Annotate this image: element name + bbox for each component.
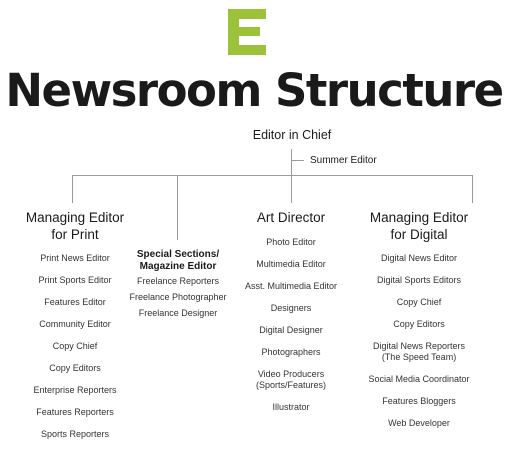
list-item: Print Sports Editor — [38, 275, 112, 285]
list-item: Copy Chief — [396, 297, 442, 307]
list-item: (The Speed Team) — [381, 352, 457, 362]
list-item: Copy Editors — [49, 363, 101, 373]
list-item: Photographers — [261, 347, 321, 357]
list-item: Sports Reporters — [40, 429, 110, 439]
list-item: Digital Designer — [259, 325, 323, 335]
special-heading-line2: Magazine Editor — [139, 261, 217, 272]
special-staff-list: Freelance Reporters Freelance Photograph… — [124, 276, 232, 319]
list-item: Print News Editor — [40, 253, 110, 263]
list-item: Web Developer — [388, 418, 450, 428]
list-item: Photo Editor — [266, 237, 316, 247]
list-item: Digital News Reporters — [372, 341, 466, 351]
column-digital: Managing Editor for Digital — [358, 209, 480, 243]
list-item: Enterprise Reporters — [33, 385, 117, 395]
column-art-director: Art Director — [232, 209, 350, 226]
art-heading: Art Director — [256, 210, 326, 225]
digital-heading-line2: for Digital — [390, 227, 448, 242]
list-item: Freelance Photographer — [129, 292, 227, 302]
list-item: Features Bloggers — [382, 396, 456, 406]
list-item: Digital News Editor — [380, 253, 458, 263]
list-item: Illustrator — [272, 402, 310, 412]
list-item: Asst. Multimedia Editor — [244, 281, 338, 291]
list-item: Community Editor — [39, 319, 111, 329]
column-special-sections: Special Sections/ Magazine Editor — [128, 249, 228, 273]
list-item: Copy Chief — [52, 341, 98, 351]
digital-staff-list: Digital News Editor Digital Sports Edito… — [354, 253, 484, 429]
list-item: Freelance Designer — [138, 308, 218, 318]
summer-editor-node: Summer Editor — [310, 155, 377, 166]
list-item: Copy Editors — [393, 319, 445, 329]
list-item: Video Producers — [257, 369, 325, 379]
special-heading-line1: Special Sections/ — [136, 249, 220, 260]
list-item: Features Reporters — [36, 407, 114, 417]
art-staff-list: Photo Editor Multimedia Editor Asst. Mul… — [226, 237, 356, 413]
list-item: (Sports/Features) — [255, 380, 327, 390]
editor-in-chief-node: Editor in Chief — [252, 128, 332, 142]
print-staff-list: Print News Editor Print Sports Editor Fe… — [16, 253, 134, 440]
list-item: Social Media Coordinator — [368, 374, 470, 384]
list-item: Freelance Reporters — [136, 276, 220, 286]
list-item: Multimedia Editor — [256, 259, 326, 269]
logo-e-icon — [228, 9, 266, 55]
page-title: Newsroom Structure — [5, 64, 504, 117]
print-heading-line1: Managing Editor — [25, 210, 125, 225]
digital-heading-line1: Managing Editor — [369, 210, 469, 225]
list-item: Digital Sports Editors — [376, 275, 462, 285]
list-item: Features Editor — [44, 297, 106, 307]
list-item: Designers — [270, 303, 312, 313]
print-heading-line2: for Print — [51, 227, 99, 242]
column-print: Managing Editor for Print — [16, 209, 134, 243]
